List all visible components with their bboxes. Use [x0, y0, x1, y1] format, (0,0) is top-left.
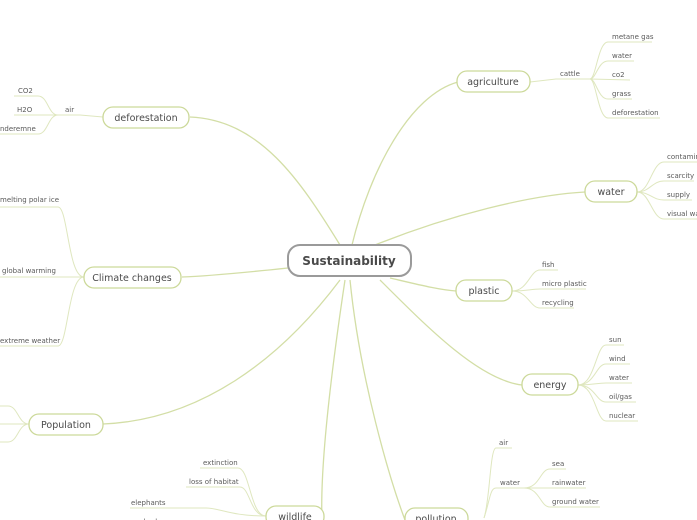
leaf-water[interactable]: water	[609, 374, 629, 382]
leaves-climate-changes: melting polar ice global warming extreme…	[0, 196, 60, 345]
leaf-co2[interactable]: CO2	[18, 87, 33, 95]
leaf-deforestation[interactable]: deforestation	[612, 109, 659, 117]
leaf-h2o[interactable]: H2O	[17, 106, 33, 114]
svg-text:energy: energy	[533, 380, 566, 391]
main-connectors	[102, 81, 586, 520]
svg-text:wildlife: wildlife	[278, 512, 312, 520]
leaf-scarcity[interactable]: scarcity	[667, 172, 694, 180]
leaf-micro-plastic[interactable]: micro plastic	[542, 280, 587, 288]
leaf-ground-water[interactable]: ground water	[552, 498, 599, 506]
leaf-nderemne[interactable]: nderemne	[0, 125, 36, 133]
svg-text:agriculture: agriculture	[467, 77, 519, 88]
svg-text:Population: Population	[41, 420, 91, 431]
leaves-agriculture: cattle metane gas water co2 grass defore…	[560, 33, 659, 117]
leaf-water[interactable]: water	[612, 52, 632, 60]
leaf-supply[interactable]: supply	[667, 191, 690, 199]
node-energy[interactable]: energy	[521, 373, 579, 396]
leaf-air[interactable]: air	[499, 439, 508, 447]
leaves-plastic: fish micro plastic recycling	[542, 261, 587, 307]
node-water[interactable]: water	[584, 180, 638, 203]
node-agriculture[interactable]: agriculture	[456, 70, 531, 93]
leaf-rainwater[interactable]: rainwater	[552, 479, 586, 487]
leaves-energy: sun wind water oil/gas nuclear	[609, 336, 635, 420]
leaves-pollution: air water sea rainwater ground water	[499, 439, 599, 506]
leaf-contamin[interactable]: contamin	[667, 153, 697, 161]
node-population[interactable]: Population	[28, 413, 104, 436]
leaves-wildlife: extinction loss of habitat elephants sha…	[131, 459, 239, 520]
leaf-co2[interactable]: co2	[612, 71, 625, 79]
leaf-sharks[interactable]: sharks	[140, 518, 163, 520]
leaf-elephants[interactable]: elephants	[131, 499, 166, 507]
leaf-water[interactable]: water	[500, 479, 520, 487]
leaf-cattle[interactable]: cattle	[560, 70, 580, 78]
node-climate-changes[interactable]: Climate changes	[83, 266, 182, 289]
leaf-extreme-weather[interactable]: extreme weather	[0, 337, 60, 345]
node-plastic[interactable]: plastic	[455, 279, 513, 302]
svg-text:water: water	[597, 187, 624, 198]
leaf-fish[interactable]: fish	[542, 261, 555, 269]
node-pollution[interactable]: pollution	[404, 507, 469, 520]
leaf-loss-of-habitat[interactable]: loss of habitat	[189, 478, 239, 486]
leaf-grass[interactable]: grass	[612, 90, 631, 98]
leaf-oil-gas[interactable]: oil/gas	[609, 393, 632, 401]
leaf-visual-wa[interactable]: visual wa	[667, 210, 697, 218]
leaf-melting-polar-ice[interactable]: melting polar ice	[0, 196, 59, 204]
central-label: Sustainability	[302, 254, 396, 268]
svg-text:deforestation: deforestation	[114, 113, 177, 124]
leaves-water: contamin scarcity supply visual wa	[667, 153, 697, 218]
leaves-deforestation: air CO2 H2O nderemne	[0, 87, 74, 133]
leaf-wind[interactable]: wind	[609, 355, 626, 363]
node-deforestation[interactable]: deforestation	[102, 106, 190, 129]
leaf-nuclear[interactable]: nuclear	[609, 412, 635, 420]
svg-text:Climate changes: Climate changes	[92, 273, 172, 284]
sub-connectors	[0, 41, 697, 519]
leaf-sun[interactable]: sun	[609, 336, 622, 344]
svg-text:pollution: pollution	[415, 514, 456, 520]
leaf-recycling[interactable]: recycling	[542, 299, 574, 307]
leaf-extinction[interactable]: extinction	[203, 459, 238, 467]
svg-text:plastic: plastic	[468, 286, 499, 297]
leaf-air[interactable]: air	[65, 106, 74, 114]
leaf-global-warming[interactable]: global warming	[2, 267, 56, 275]
leaf-metane-gas[interactable]: metane gas	[612, 33, 654, 41]
leaf-sea[interactable]: sea	[552, 460, 564, 468]
central-node[interactable]: Sustainability	[287, 244, 412, 277]
node-wildlife[interactable]: wildlife	[265, 505, 325, 520]
